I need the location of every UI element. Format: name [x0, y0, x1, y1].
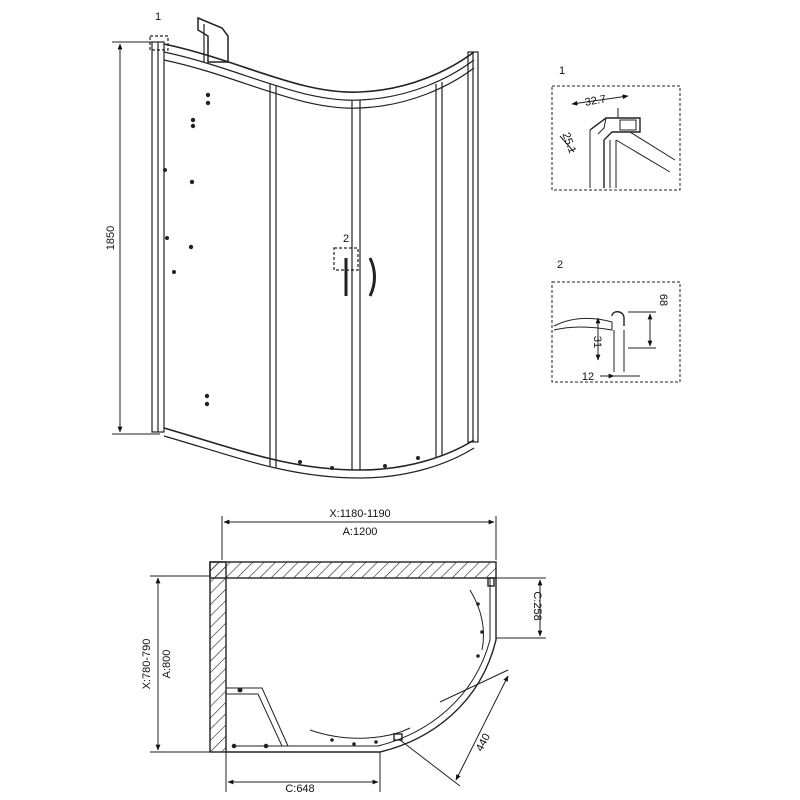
bottom-frame — [163, 427, 475, 471]
body-jets — [163, 92, 211, 407]
plan-c-side-dimension — [496, 577, 546, 639]
plan-width-dimension — [221, 516, 497, 560]
detail-2-title: 2 — [557, 259, 563, 271]
bottom-rollers — [298, 456, 420, 470]
detail-2-dim-c: 12 — [582, 371, 594, 383]
plan-depth-dimension — [150, 575, 226, 753]
plan-depth-a: A:800 — [161, 650, 173, 679]
detail-2-dim-b: 31 — [591, 336, 603, 348]
plan-c-bottom: C:648 — [285, 783, 314, 795]
detail-1-dim-b: 25.1 — [560, 131, 579, 155]
height-dimension — [112, 41, 160, 435]
callout-1-label: 1 — [155, 11, 161, 23]
corner-fitting — [226, 687, 289, 749]
door-handle-right — [368, 257, 376, 297]
detail-2-dim-a: 68 — [657, 294, 669, 306]
callout-2-box — [333, 247, 359, 271]
detail-1 — [551, 85, 681, 191]
detail-1-title: 1 — [559, 65, 565, 77]
callout-2-label: 2 — [343, 233, 349, 245]
detail-2 — [551, 281, 681, 383]
plan-width-a: A:1200 — [343, 526, 378, 538]
plan-depth-x: X:780-790 — [141, 639, 153, 690]
plan-walls — [209, 561, 497, 753]
shower-tray — [226, 577, 497, 753]
detail-1-dim-a: 32.7 — [584, 93, 607, 109]
plan-diagonal-dimension — [399, 669, 509, 787]
front-view — [149, 16, 479, 479]
height-label: 1850 — [105, 226, 117, 250]
callout-1-box — [149, 35, 169, 51]
wall-profile — [197, 16, 229, 63]
plan-c-bottom-dimension — [225, 752, 381, 792]
tray-rollers — [330, 602, 484, 746]
plan-width-x: X:1180-1190 — [329, 508, 390, 520]
plan-c-side: C:258 — [531, 591, 543, 620]
top-frame — [163, 43, 475, 93]
plan-diagonal: 440 — [474, 732, 493, 754]
